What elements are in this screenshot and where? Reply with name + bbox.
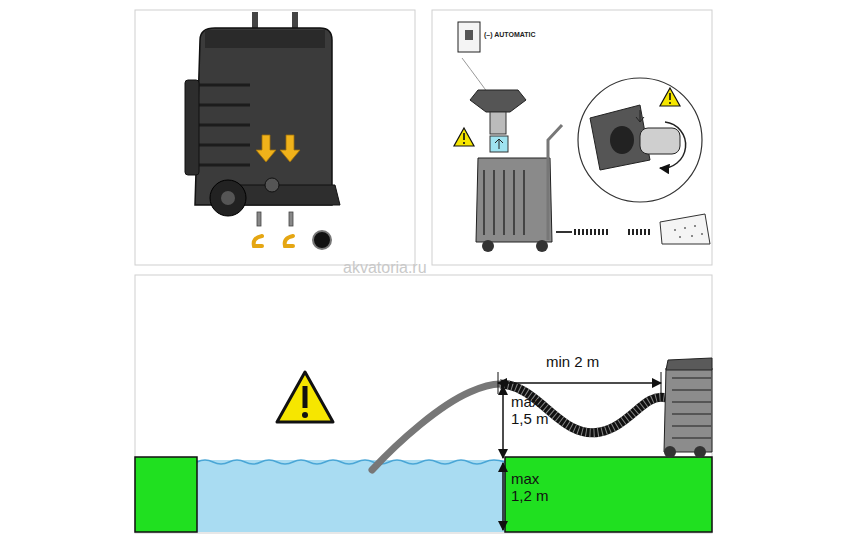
- panel-frames: [135, 10, 712, 533]
- rib: [672, 413, 712, 415]
- dimension-label: min 2 m: [546, 353, 626, 370]
- exclamation: [463, 133, 465, 144]
- dimension-tick: [498, 372, 499, 394]
- screw: [289, 212, 293, 226]
- plug-disc: [313, 231, 331, 249]
- watermark: akvatoria.ru: [343, 259, 463, 277]
- exclamation: [303, 386, 308, 408]
- dot: [684, 227, 686, 229]
- wheel: [694, 446, 706, 458]
- pump-body: [476, 158, 552, 242]
- panel-frame: [432, 10, 712, 265]
- rib: [493, 170, 495, 235]
- dimension-label: max 1,2 m: [511, 470, 557, 505]
- bag-dots: [674, 225, 703, 238]
- body-ribs: [484, 170, 524, 235]
- handle: [548, 125, 562, 240]
- exclamation-dot: [302, 412, 308, 418]
- suction-pipe: [372, 384, 500, 470]
- outlet: [265, 178, 279, 192]
- rib: [672, 389, 712, 391]
- hose-connector: [640, 128, 680, 154]
- down-arrow: [636, 110, 644, 122]
- rib: [672, 401, 712, 403]
- yellow-arrows: [256, 135, 300, 162]
- dimension-arrow: [502, 386, 504, 458]
- dot: [694, 225, 696, 227]
- wheel: [664, 446, 676, 458]
- turn-arrow: [660, 122, 686, 168]
- filter-cap: [470, 90, 526, 112]
- rib: [523, 170, 525, 235]
- filter-illustration: [454, 22, 710, 252]
- dot: [674, 229, 676, 231]
- side-panel: [185, 80, 199, 175]
- wheel-hub: [221, 191, 235, 205]
- magnifier-circle: [578, 78, 702, 202]
- warning-sign: [277, 372, 333, 422]
- pump-illustration: [185, 12, 340, 249]
- screws: [257, 212, 293, 226]
- pump-lid: [666, 358, 712, 370]
- body-ribs: [672, 378, 712, 438]
- rib: [503, 170, 505, 235]
- panel-frame: [135, 275, 712, 533]
- outlet-hole: [610, 126, 634, 154]
- wheel: [536, 240, 548, 252]
- pond-scene: [135, 358, 712, 532]
- filter-bag: [660, 214, 710, 244]
- hose-ribs: [500, 384, 666, 433]
- dimension-tick: [661, 372, 662, 394]
- panel-frame: [135, 10, 415, 265]
- rib: [483, 170, 485, 235]
- ground: [505, 457, 712, 532]
- dot: [701, 233, 703, 235]
- dot: [679, 236, 681, 238]
- rib: [672, 425, 712, 427]
- corrugated-hose: [574, 229, 650, 235]
- filter-seal: [490, 136, 508, 152]
- foot: [254, 236, 262, 246]
- rib: [513, 170, 515, 235]
- switch-label: (–) AUTOMATIC: [484, 31, 564, 39]
- wheel: [482, 240, 494, 252]
- lead-line: [556, 231, 572, 233]
- warning-triangle: [277, 372, 333, 422]
- water: [197, 460, 505, 532]
- corrugated-hose: [500, 384, 666, 433]
- warning-sign: [660, 88, 680, 106]
- warning-triangle: [454, 128, 474, 146]
- warning-sign: [454, 128, 474, 146]
- switch-callout: [458, 22, 480, 52]
- rib: [672, 437, 712, 439]
- switch: [465, 30, 473, 40]
- pump-base: [230, 185, 340, 205]
- rib: [672, 377, 712, 379]
- wheel: [210, 180, 246, 216]
- insert-arrow: [256, 135, 276, 162]
- water-surface: [197, 460, 505, 464]
- feet: [254, 236, 293, 246]
- dimension-label: max 1,5 m: [511, 393, 557, 428]
- dimension-arrow: [502, 463, 504, 530]
- filter-shaft: [490, 112, 506, 134]
- screw: [257, 212, 261, 226]
- insert-arrow: [280, 135, 300, 162]
- pump-body: [664, 368, 712, 452]
- pump-lid: [205, 30, 325, 48]
- dot: [691, 235, 693, 237]
- pump-body: [195, 28, 332, 205]
- foot: [285, 236, 293, 246]
- exclamation: [669, 93, 671, 104]
- warning-triangle: [660, 88, 680, 106]
- ground: [135, 457, 197, 532]
- dimension-arrow: [498, 382, 661, 384]
- up-arrow: [495, 139, 503, 149]
